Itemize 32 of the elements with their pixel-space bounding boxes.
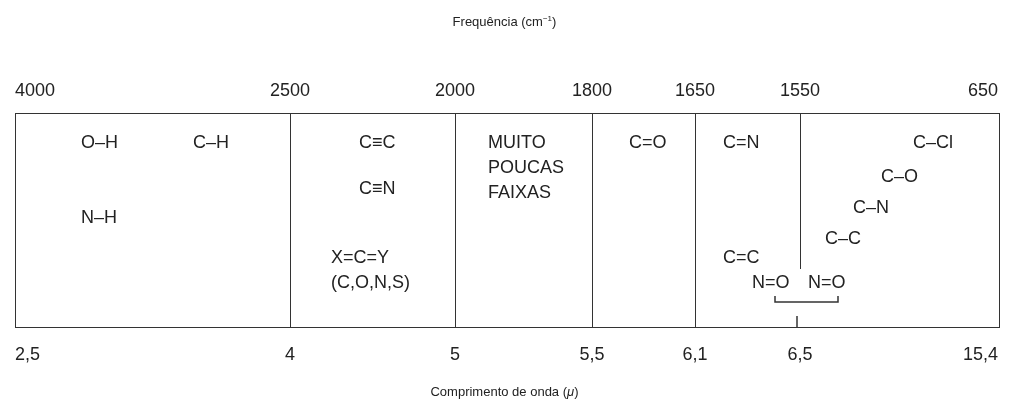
bond-label: C=O — [629, 131, 667, 154]
tick-label: 1800 — [572, 80, 612, 101]
tick-label: 5 — [450, 344, 460, 365]
bond-label: MUITO POUCAS FAIXAS — [488, 131, 566, 204]
bond-label: C–Cl — [913, 131, 953, 154]
bond-label: N=O — [808, 272, 846, 293]
tick-label: 2,5 — [15, 344, 41, 365]
bond-label: C≡C — [359, 131, 396, 154]
bond-label: C–C — [825, 227, 861, 250]
tick-label: 4 — [285, 344, 295, 365]
bond-label: C–N — [853, 196, 889, 219]
tick-label: 2500 — [270, 80, 310, 101]
bond-label: C–H — [193, 131, 229, 154]
bond-label: N=O — [752, 272, 790, 293]
tick-label: 6,5 — [787, 344, 813, 365]
tick-label: 4000 — [15, 80, 56, 101]
bond-label: C≡N — [359, 177, 396, 200]
axis-title: Comprimento de onda (μ) — [430, 384, 579, 399]
tick-label: 2000 — [435, 80, 475, 101]
tick-label: 15,4 — [962, 344, 998, 365]
tick-label: 1550 — [780, 80, 820, 101]
bond-label: O–H — [81, 131, 118, 154]
bond-label: C–O — [881, 165, 918, 188]
tick-label: 1650 — [675, 80, 715, 101]
bond-label: X=C=Y (C,O,N,S) — [331, 246, 411, 294]
bond-label: C=N — [723, 131, 760, 154]
axis-title: Frequência (cm$^{−1}$) — [452, 14, 557, 30]
bond-label: N–H — [81, 206, 117, 229]
tick-label: 650 — [967, 80, 998, 101]
bond-label: C=C — [723, 246, 760, 269]
tick-label: 5,5 — [579, 344, 605, 365]
tick-label: 6,1 — [682, 344, 708, 365]
